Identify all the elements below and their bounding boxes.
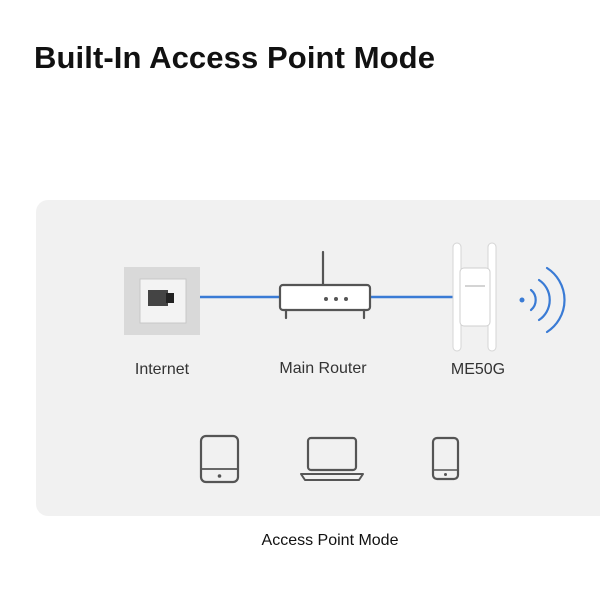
page-title: Built-In Access Point Mode xyxy=(34,40,436,75)
laptop-icon xyxy=(300,436,364,481)
ethernet-wall-port-icon xyxy=(124,267,200,335)
range-extender-icon xyxy=(452,242,497,352)
wifi-signal-icon xyxy=(519,266,566,334)
main-router-label: Main Router xyxy=(279,360,367,377)
diagram-panel xyxy=(36,200,600,516)
diagram-caption: Access Point Mode xyxy=(261,532,399,549)
tablet-icon xyxy=(199,434,240,484)
router-icon xyxy=(278,250,372,320)
internet-label: Internet xyxy=(134,361,190,378)
extender-label: ME50G xyxy=(450,361,506,378)
smartphone-icon xyxy=(431,436,460,481)
